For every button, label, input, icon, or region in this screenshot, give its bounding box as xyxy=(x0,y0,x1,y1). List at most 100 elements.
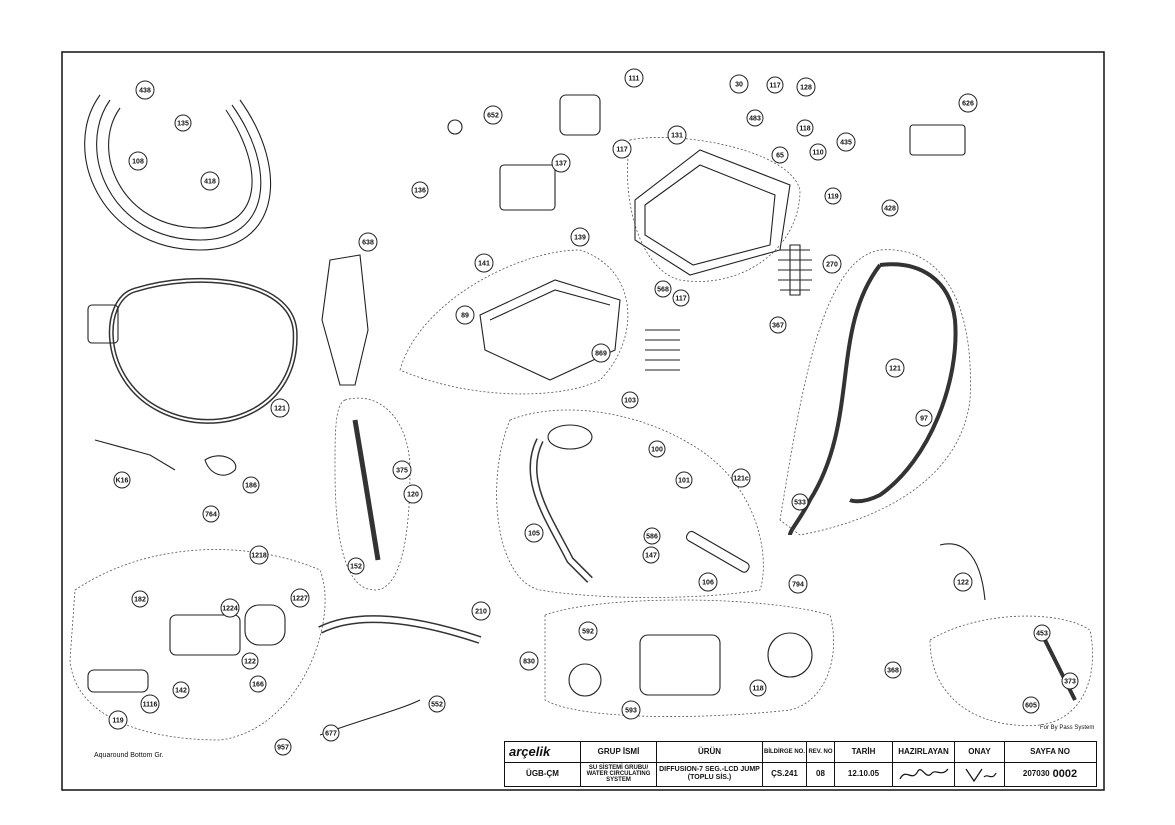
approved-header: ONAY xyxy=(955,742,1005,762)
callout-677: 677 xyxy=(322,724,340,742)
svg-text:105: 105 xyxy=(528,531,540,538)
signature-icon xyxy=(965,768,997,783)
svg-text:142: 142 xyxy=(175,688,187,695)
callout-137: 137 xyxy=(551,153,571,173)
part-drawings xyxy=(84,94,1077,736)
callout-147: 147 xyxy=(642,546,660,564)
callout-270: 270 xyxy=(822,254,842,274)
callout-111: 111 xyxy=(624,68,644,88)
brand-logo: arçelik xyxy=(505,742,581,762)
callout-120: 120 xyxy=(403,484,423,504)
svg-text:186: 186 xyxy=(245,483,257,490)
svg-text:128: 128 xyxy=(800,85,812,92)
callout-122: 122 xyxy=(953,572,973,592)
callout-136: 136 xyxy=(411,181,429,199)
svg-text:794: 794 xyxy=(792,582,804,589)
callout-186: 186 xyxy=(242,476,260,494)
svg-text:368: 368 xyxy=(887,668,899,675)
callout-957: 957 xyxy=(274,738,292,756)
svg-text:626: 626 xyxy=(962,101,974,108)
page-number: 207030 0002 xyxy=(1005,762,1095,786)
svg-text:141: 141 xyxy=(478,261,490,268)
callout-152: 152 xyxy=(347,557,365,575)
group-name-header: GRUP İSMİ xyxy=(581,742,657,762)
title-block-value-row: ÜGB-ÇM SU SİSTEMİ GRUBU/ WATER CIRCULATI… xyxy=(505,762,1096,786)
callout-166: 166 xyxy=(249,675,267,693)
product-header: ÜRÜN xyxy=(657,742,763,762)
svg-text:1218: 1218 xyxy=(251,553,267,560)
svg-text:122: 122 xyxy=(244,659,256,666)
callout-438: 438 xyxy=(135,80,155,100)
svg-text:552: 552 xyxy=(431,702,443,709)
svg-text:1116: 1116 xyxy=(143,702,158,709)
svg-text:166: 166 xyxy=(252,682,264,689)
svg-text:182: 182 xyxy=(134,597,146,604)
svg-text:483: 483 xyxy=(749,116,761,123)
callout-435: 435 xyxy=(836,132,856,152)
callout-1116: 1116 xyxy=(140,694,160,714)
signature-icon xyxy=(898,768,948,780)
callout-586: 586 xyxy=(643,527,661,545)
callout-210: 210 xyxy=(471,601,491,621)
svg-text:117: 117 xyxy=(769,83,780,90)
title-block: arçelik GRUP İSMİ ÜRÜN BİLDİRGE NO. REV.… xyxy=(504,741,1097,787)
callout-139: 139 xyxy=(570,227,590,247)
callout-552: 552 xyxy=(428,695,446,713)
svg-text:270: 270 xyxy=(826,262,838,269)
svg-text:97: 97 xyxy=(920,416,928,423)
drawing-code: ÜGB-ÇM xyxy=(505,762,581,786)
callout-533: 533 xyxy=(791,493,809,511)
callout-97: 97 xyxy=(915,409,933,427)
callout-182: 182 xyxy=(131,590,149,608)
rev-value: 08 xyxy=(807,762,835,786)
callout-100: 100 xyxy=(648,440,666,458)
aquaround-caption: Aquaround Bottom Gr. xyxy=(94,752,164,759)
rev-header: REV. NO xyxy=(807,742,835,762)
svg-text:592: 592 xyxy=(582,629,594,636)
callout-89: 89 xyxy=(455,305,475,325)
svg-text:135: 135 xyxy=(177,121,189,128)
svg-text:110: 110 xyxy=(812,150,823,157)
svg-text:117: 117 xyxy=(616,147,627,154)
svg-text:120: 120 xyxy=(407,492,419,499)
date-value: 12.10.05 xyxy=(835,762,893,786)
group-name-value: SU SİSTEMİ GRUBU/ WATER CIRCULATING SYST… xyxy=(581,762,657,786)
callout-830: 830 xyxy=(519,651,539,671)
page-header: SAYFA NO xyxy=(1030,747,1070,756)
drawing-frame xyxy=(61,51,1105,791)
svg-text:593: 593 xyxy=(625,708,637,715)
svg-text:101: 101 xyxy=(678,478,690,485)
svg-text:122: 122 xyxy=(957,580,969,587)
callout-117: 117 xyxy=(612,139,632,159)
svg-text:1227: 1227 xyxy=(292,596,308,603)
svg-text:638: 638 xyxy=(362,240,374,247)
svg-text:438: 438 xyxy=(139,88,151,95)
callout-117b: 117 xyxy=(766,76,784,94)
svg-text:210: 210 xyxy=(475,609,487,616)
bypass-caption: For By Pass System xyxy=(1040,725,1095,731)
svg-text:152: 152 xyxy=(350,564,362,571)
callout-118b: 118 xyxy=(749,679,767,697)
callout-368: 368 xyxy=(884,661,902,679)
svg-text:131: 131 xyxy=(671,133,683,140)
callout-121b: 121 xyxy=(270,398,290,418)
callout-110: 110 xyxy=(809,143,827,161)
callouts: 438 135 108 418 652 111 117 137 30 117 1… xyxy=(108,68,1079,756)
svg-text:30: 30 xyxy=(735,82,743,89)
date-header: TARİH xyxy=(835,742,893,762)
svg-text:121: 121 xyxy=(889,366,901,373)
svg-text:453: 453 xyxy=(1036,631,1048,638)
callout-375: 375 xyxy=(392,460,412,480)
svg-text:830: 830 xyxy=(523,659,535,666)
svg-text:367: 367 xyxy=(772,323,784,330)
prepared-header: HAZIRLAYAN xyxy=(893,742,955,762)
callout-367: 367 xyxy=(769,316,787,334)
svg-text:1224: 1224 xyxy=(222,606,238,613)
svg-text:117: 117 xyxy=(675,296,686,303)
svg-text:137: 137 xyxy=(555,161,567,168)
callout-568: 568 xyxy=(654,280,672,298)
callout-373: 373 xyxy=(1061,672,1079,690)
svg-text:568: 568 xyxy=(657,287,669,294)
callout-764: 764 xyxy=(202,505,220,523)
page-prefix: 207030 xyxy=(1022,769,1050,778)
